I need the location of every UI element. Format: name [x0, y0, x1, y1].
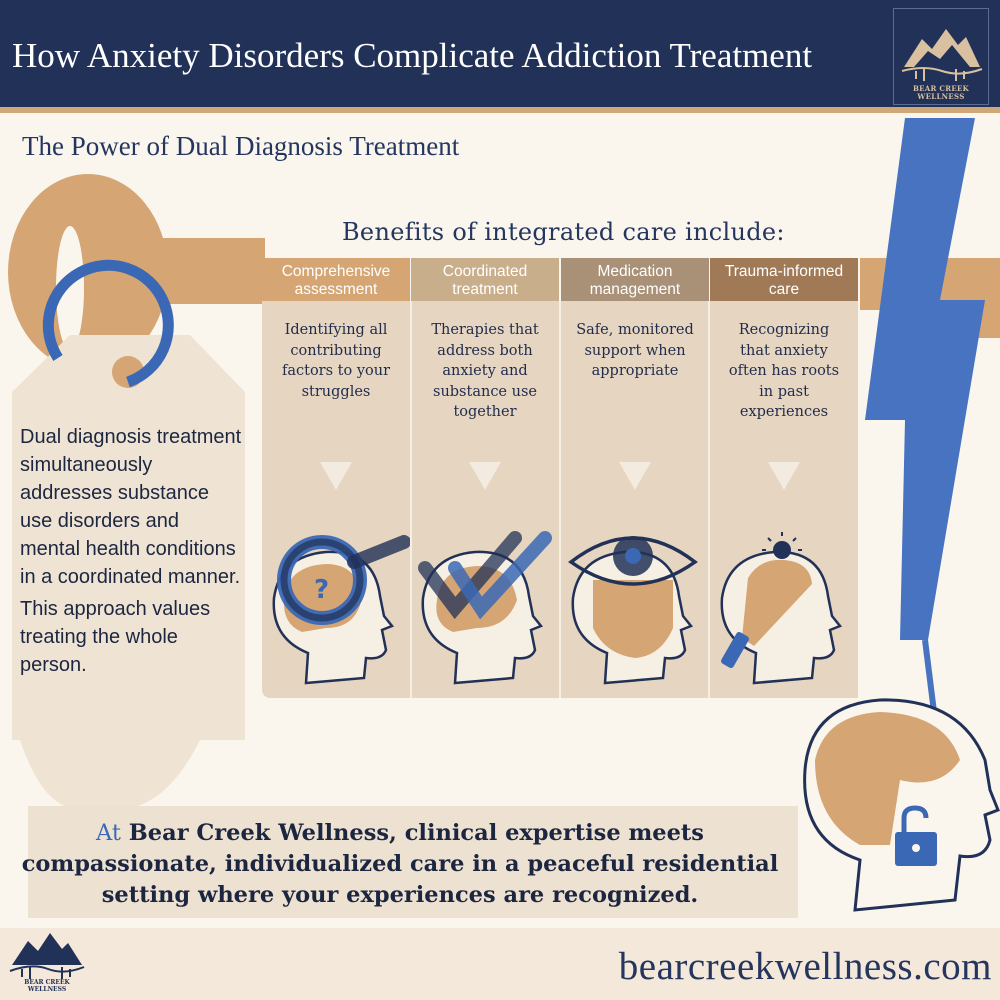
- mountain-logo-icon: [901, 29, 983, 81]
- benefit-description: Identifying all contributing factors to …: [281, 322, 391, 400]
- arrow-down-icon: [320, 462, 352, 490]
- flashlight-head-icon: [720, 532, 843, 685]
- tag-shape: [12, 335, 245, 740]
- benefit-description: Therapies that address both anxiety and …: [431, 322, 539, 420]
- bottom-statement: At Bear Creek Wellness, clinical experti…: [21, 820, 779, 908]
- logo-brand-line1: BEAR CREEK: [912, 84, 970, 93]
- benefit-description: Safe, monitored support when appropriate: [576, 322, 694, 379]
- dual-diagnosis-description: Dual diagnosis treatment simultaneously …: [20, 423, 242, 683]
- column-divider: [410, 300, 412, 698]
- bottom-banner: [28, 806, 798, 918]
- arrow-down-icon: [469, 462, 501, 490]
- logo-top: BEAR CREEK WELLNESS: [893, 8, 989, 105]
- column-divider: [559, 300, 561, 698]
- magnifier-head-icon: ?: [272, 535, 410, 685]
- description-paragraph: This approach values treating the whole …: [20, 598, 211, 676]
- lightning-bolt-icon: [865, 118, 985, 640]
- logo-brand-line2: WELLNESS: [27, 986, 67, 993]
- description-paragraph: Dual diagnosis treatment simultaneously …: [20, 426, 242, 588]
- header-bar: How Anxiety Disorders Complicate Addicti…: [0, 0, 1000, 113]
- head-lock-icon: [803, 698, 1000, 912]
- logo-brand-line1: BEAR CREEK: [24, 979, 70, 986]
- mountain-logo-icon: [9, 933, 85, 979]
- page-title: How Anxiety Disorders Complicate Addicti…: [12, 36, 813, 75]
- website-url[interactable]: bearcreekwellness.com: [618, 945, 992, 988]
- benefits-heading: Benefits of integrated care include:: [342, 218, 785, 246]
- arrow-down-icon: [619, 462, 651, 490]
- checkmark-head-icon: [418, 531, 552, 685]
- svg-text:?: ?: [314, 575, 329, 605]
- eye-head-icon: [568, 536, 698, 685]
- section-title: The Power of Dual Diagnosis Treatment: [22, 131, 460, 161]
- benefit-description: Recognizing that anxiety often has roots…: [728, 322, 840, 420]
- logo-brand-line2: WELLNESS: [917, 92, 965, 101]
- column-divider: [708, 300, 710, 698]
- footer: bearcreekwellness.com: [0, 928, 1000, 1000]
- logo-bottom: BEAR CREEK WELLNESS: [8, 925, 86, 995]
- arrow-down-icon: [768, 462, 800, 490]
